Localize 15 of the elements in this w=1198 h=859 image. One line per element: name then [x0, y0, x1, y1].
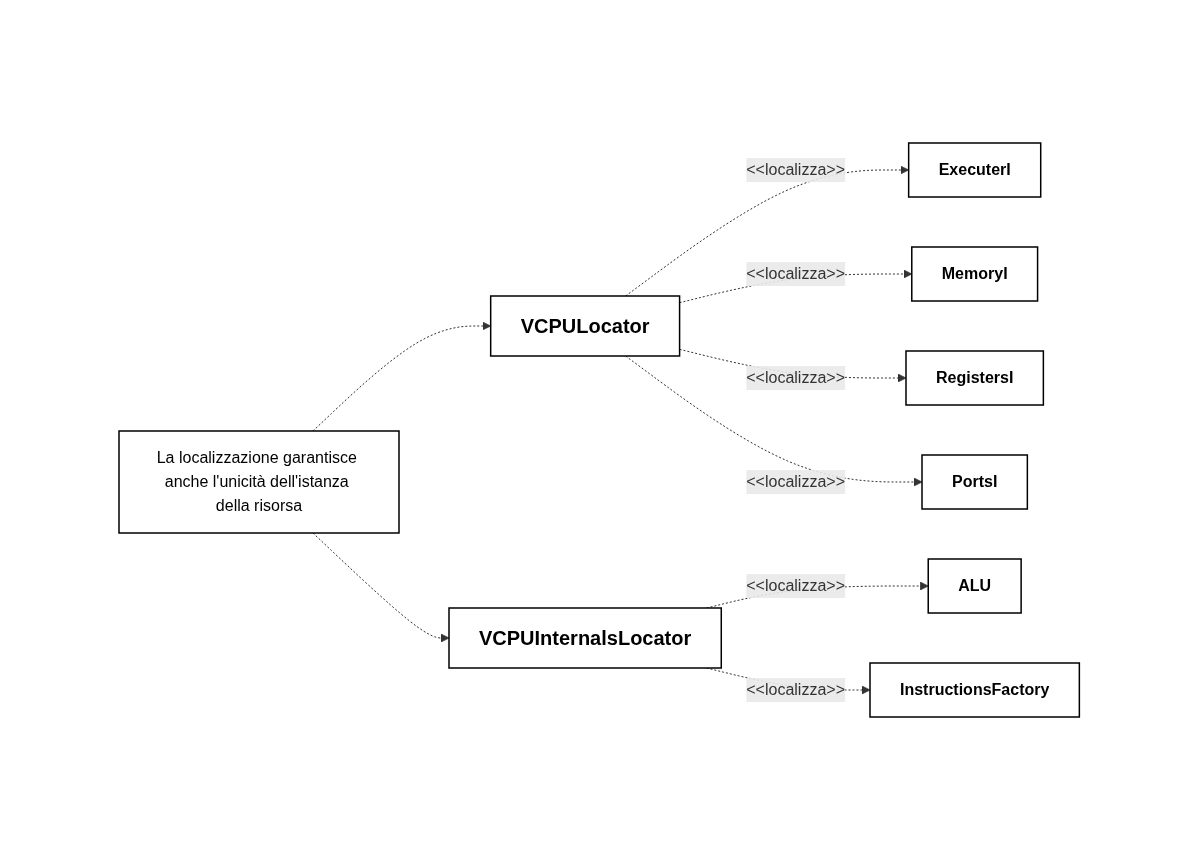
node-box: MemoryI	[910, 245, 1039, 302]
edge-label: <<localizza>>	[746, 472, 845, 490]
edge-label: <<localizza>>	[746, 264, 845, 282]
node-box: PortsI	[921, 453, 1028, 510]
edge-label: <<localizza>>	[746, 680, 845, 698]
node-box: ALU	[927, 557, 1022, 614]
node-box: InstructionsFactory	[869, 661, 1080, 718]
node-box: ExecuterI	[907, 141, 1042, 198]
node-box: RegistersI	[905, 349, 1044, 406]
edge-label: <<localizza>>	[746, 368, 845, 386]
node-box: VCPULocator	[489, 294, 681, 357]
node-box: La localizzazione garantisce anche l'unicità dell'istanza della risorsa	[118, 429, 400, 534]
node-box: VCPUInternalsLocator	[448, 606, 722, 669]
edge-label: <<localizza>>	[746, 576, 845, 594]
edge-label: <<localizza>>	[746, 160, 845, 178]
